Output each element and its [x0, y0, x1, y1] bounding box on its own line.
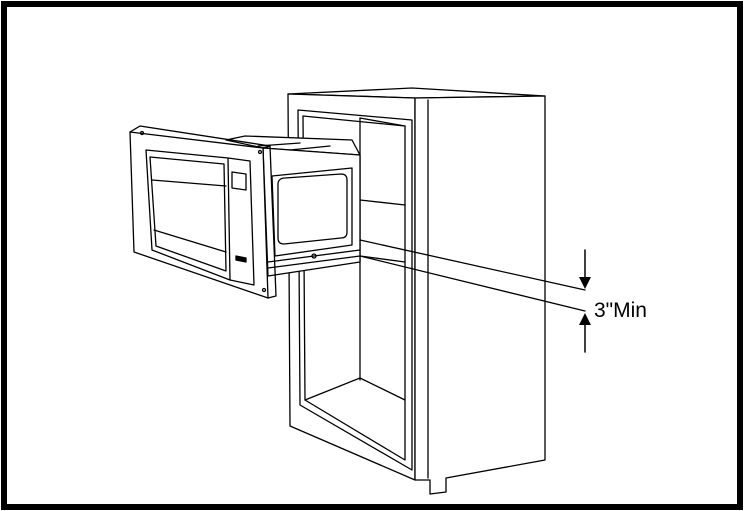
clearance-label: 3"Min — [594, 299, 647, 322]
cabinet — [287, 87, 546, 495]
dimension-arrows — [579, 277, 591, 325]
microwave-oven — [225, 135, 361, 277]
trim-kit-frame — [129, 125, 277, 299]
